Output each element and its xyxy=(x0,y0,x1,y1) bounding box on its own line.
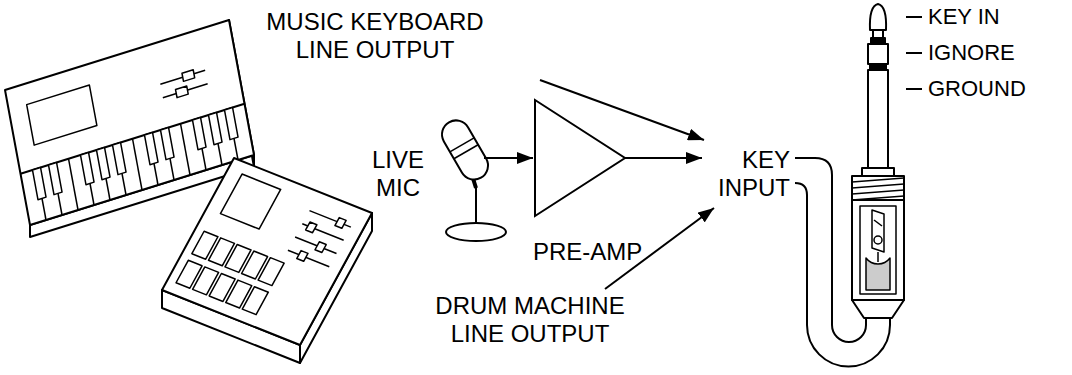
music-keyboard-part-part-part xyxy=(96,147,110,179)
signal-arrows xyxy=(484,80,714,289)
input-label: KEY INPUT xyxy=(700,146,790,202)
music-keyboard-part-part-part xyxy=(181,124,191,175)
microphone-part-part xyxy=(454,145,478,159)
music-keyboard-part-part-part xyxy=(112,142,126,174)
phone-plug-part xyxy=(862,168,894,176)
drum-machine-part-part-part xyxy=(220,174,280,229)
plug-cable-part xyxy=(795,183,890,367)
phone-plug-part xyxy=(868,44,888,64)
pin-label: IGNORE xyxy=(928,40,1015,66)
phone-plug-part-part xyxy=(874,236,882,244)
preamp-symbol xyxy=(535,100,625,216)
phone-plug-part xyxy=(873,30,883,38)
phone-plug-part-part xyxy=(852,190,904,194)
music-keyboard-part-part xyxy=(160,70,205,84)
music-keyboard-part-part-part xyxy=(224,107,238,139)
phone-plug-part xyxy=(860,206,896,294)
microphone-part xyxy=(475,186,477,223)
music-keyboard-part-part-part xyxy=(32,167,46,199)
phone-plug-part xyxy=(906,17,922,89)
source-label: MUSIC KEYBOARD LINE OUTPUT xyxy=(245,8,505,64)
phone-plug xyxy=(852,4,922,318)
phone-plug-part xyxy=(852,200,904,300)
phone-plug-part xyxy=(870,4,886,30)
drum-machine-part-part-part xyxy=(258,258,284,286)
source-label: LIVE MIC xyxy=(366,146,430,202)
music-keyboard-part-part-part xyxy=(160,127,174,159)
drum-machine-part-part-part xyxy=(306,222,317,233)
drum-machine-part-part xyxy=(162,158,372,345)
phone-plug-part xyxy=(866,210,890,290)
music-keyboard-part-part xyxy=(176,86,189,98)
phone-plug-part-part xyxy=(906,16,922,18)
microphone-part xyxy=(437,115,493,184)
drum-machine-part-part-part xyxy=(315,242,326,253)
pin-label: GROUND xyxy=(928,76,1026,102)
drum-machine-part-part-part xyxy=(297,251,308,262)
music-keyboard-part-part-part xyxy=(80,152,94,184)
music-keyboard-part-part-part xyxy=(133,139,143,190)
music-keyboard-part-part-part xyxy=(144,132,158,164)
phone-plug-part-part xyxy=(877,252,879,262)
music-keyboard-part-part-part xyxy=(208,112,222,144)
component-label: PRE-AMP xyxy=(533,238,642,266)
pin-label: KEY IN xyxy=(928,4,1000,30)
phone-plug-part-part xyxy=(874,220,882,226)
microphone-part xyxy=(446,223,506,241)
signal-arrows-part xyxy=(540,80,704,140)
phone-plug-part-part xyxy=(906,88,922,90)
drum-machine xyxy=(162,158,372,363)
music-keyboard-part-part xyxy=(27,85,97,145)
music-keyboard-part-part xyxy=(182,70,195,82)
microphone-part-part xyxy=(437,115,493,184)
phone-plug-part xyxy=(852,176,904,200)
preamp-symbol-part xyxy=(535,100,625,216)
source-label: DRUM MACHINE LINE OUTPUT xyxy=(420,292,640,348)
music-keyboard-part-part-part xyxy=(192,117,206,149)
drum-machine-part-part-part xyxy=(288,250,329,267)
phone-plug-part-part xyxy=(852,178,904,182)
phone-plug-part xyxy=(852,178,904,200)
music-keyboard-part-part xyxy=(163,84,208,98)
microphone xyxy=(437,115,506,241)
music-keyboard-part-part-part xyxy=(48,162,62,194)
drum-machine-part-part-part xyxy=(335,218,346,229)
phone-plug-part-part xyxy=(852,184,904,188)
music-keyboard-part-part-part xyxy=(69,159,79,210)
drum-machine-part-part-part xyxy=(242,287,268,315)
drum-machine-part xyxy=(162,158,372,345)
phone-plug-part xyxy=(852,300,904,318)
signal-arrows-part xyxy=(484,157,533,159)
phone-plug-part-part xyxy=(872,210,884,252)
signal-arrows-part xyxy=(625,157,702,159)
phone-plug-part-part xyxy=(906,52,922,54)
drum-machine-part-part xyxy=(176,172,355,330)
phone-plug-part-part xyxy=(866,258,890,290)
phone-plug-part xyxy=(868,70,888,168)
